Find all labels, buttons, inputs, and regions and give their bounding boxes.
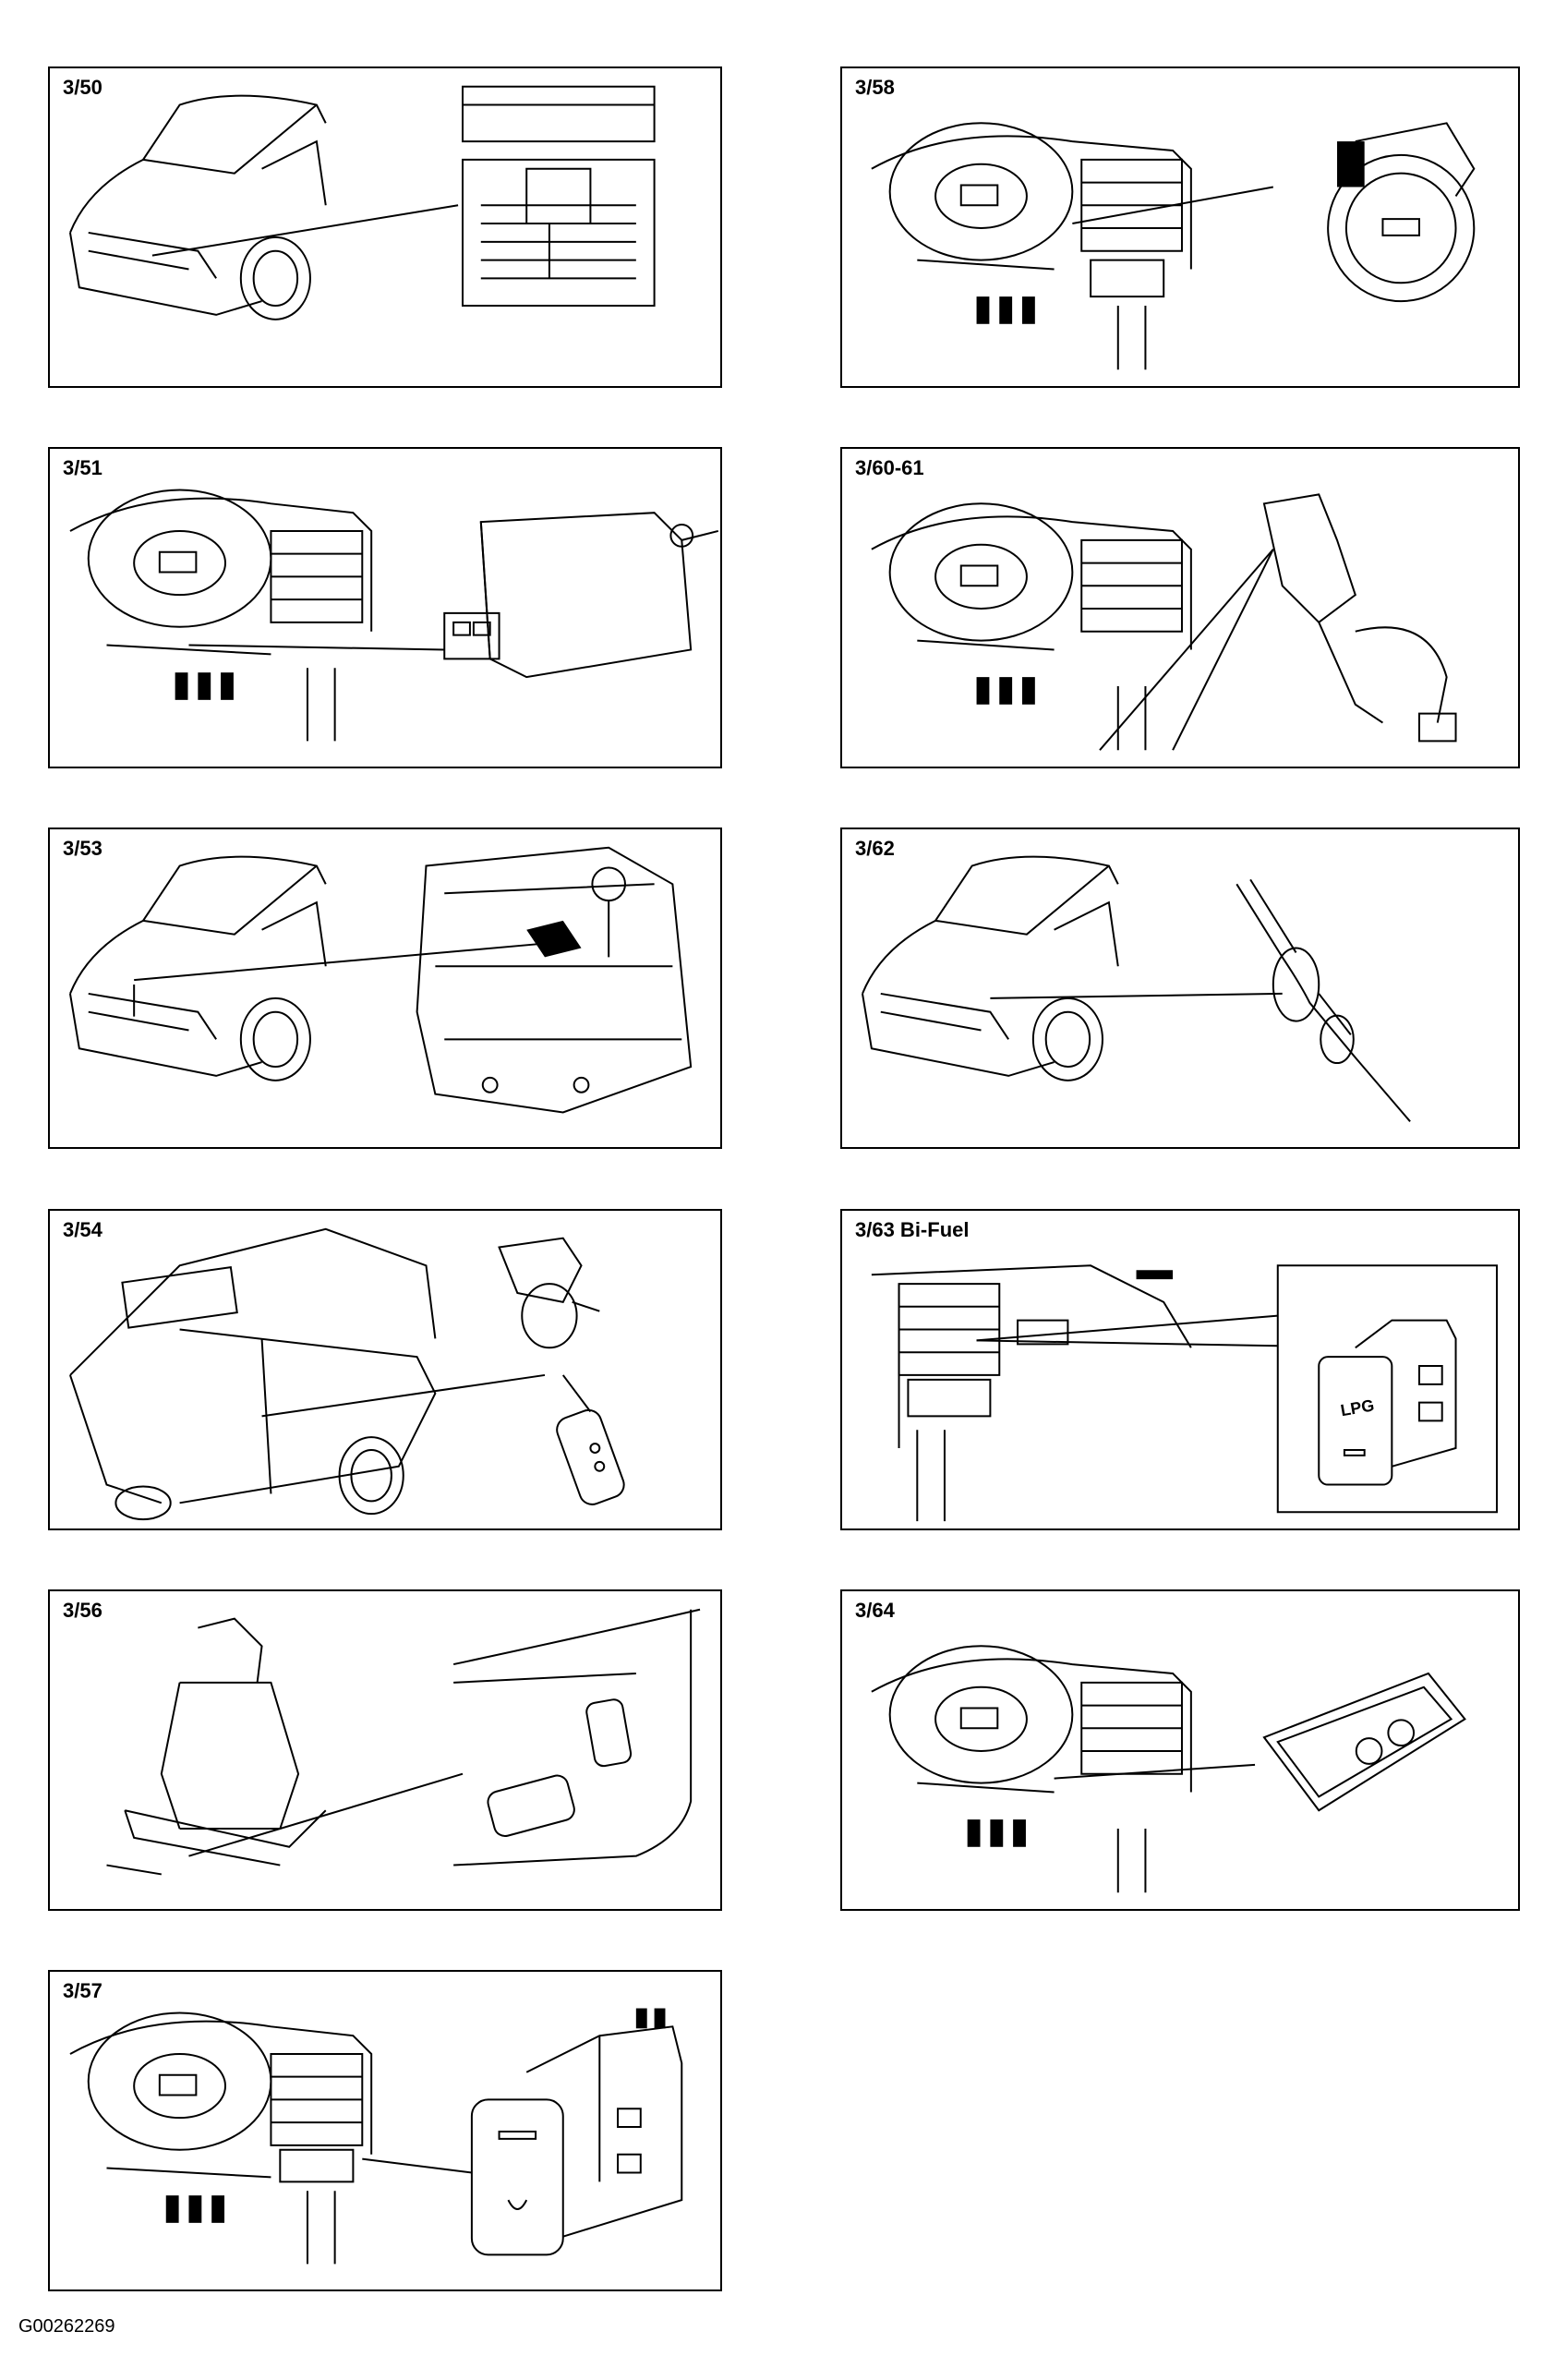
panel-3-57: 3/57 [48, 1970, 722, 2291]
panel-3-58: 3/58 [840, 66, 1520, 388]
panel-3-56: 3/56 [48, 1589, 722, 1911]
panel-label: 3/54 [63, 1218, 102, 1241]
panel-3-51: 3/51 [48, 447, 722, 768]
lpg-switch-label: LPG [1339, 1395, 1375, 1420]
panel-3-54: 3/54 [48, 1209, 722, 1530]
panel-3-63-bi-fuel: LPG 3/63 Bi-Fuel [840, 1209, 1520, 1530]
lpg-switch-illustration: LPG [842, 1211, 1518, 1528]
seat-belt-buckle-illustration [842, 449, 1518, 767]
panel-label: 3/64 [855, 1599, 895, 1622]
door-lock-illustration [50, 1211, 720, 1528]
panel-label: 3/57 [63, 1979, 102, 2002]
panel-3-62: 3/62 [840, 828, 1520, 1149]
panel-3-50: 3/50 [48, 66, 722, 388]
panel-3-53: 3/53 [48, 828, 722, 1149]
seat-adjust-illustration [50, 1591, 720, 1909]
panel-3-64: 3/64 [840, 1589, 1520, 1911]
dual-switch-illustration [842, 1591, 1518, 1909]
panel-label: 3/58 [855, 76, 895, 99]
panel-label: 3/63 Bi-Fuel [855, 1218, 970, 1241]
panel-label: 3/50 [63, 76, 102, 99]
panel-3-60-61: 3/60-61 [840, 447, 1520, 768]
brake-light-switch-illustration [50, 449, 720, 767]
hood-latch-illustration [50, 68, 720, 386]
panel-label: 3/53 [63, 837, 102, 860]
reference-code: G00262269 [18, 2316, 115, 2337]
transmission-switch-illustration [50, 829, 720, 1147]
panel-label: 3/51 [63, 456, 102, 479]
rocker-switch-illustration [50, 2008, 720, 2289]
ignition-switch-illustration [842, 68, 1518, 386]
panel-label: 3/56 [63, 1599, 102, 1622]
panel-label: 3/60-61 [855, 456, 924, 479]
cable-grommet-illustration [842, 829, 1518, 1147]
panel-label: 3/62 [855, 837, 895, 860]
